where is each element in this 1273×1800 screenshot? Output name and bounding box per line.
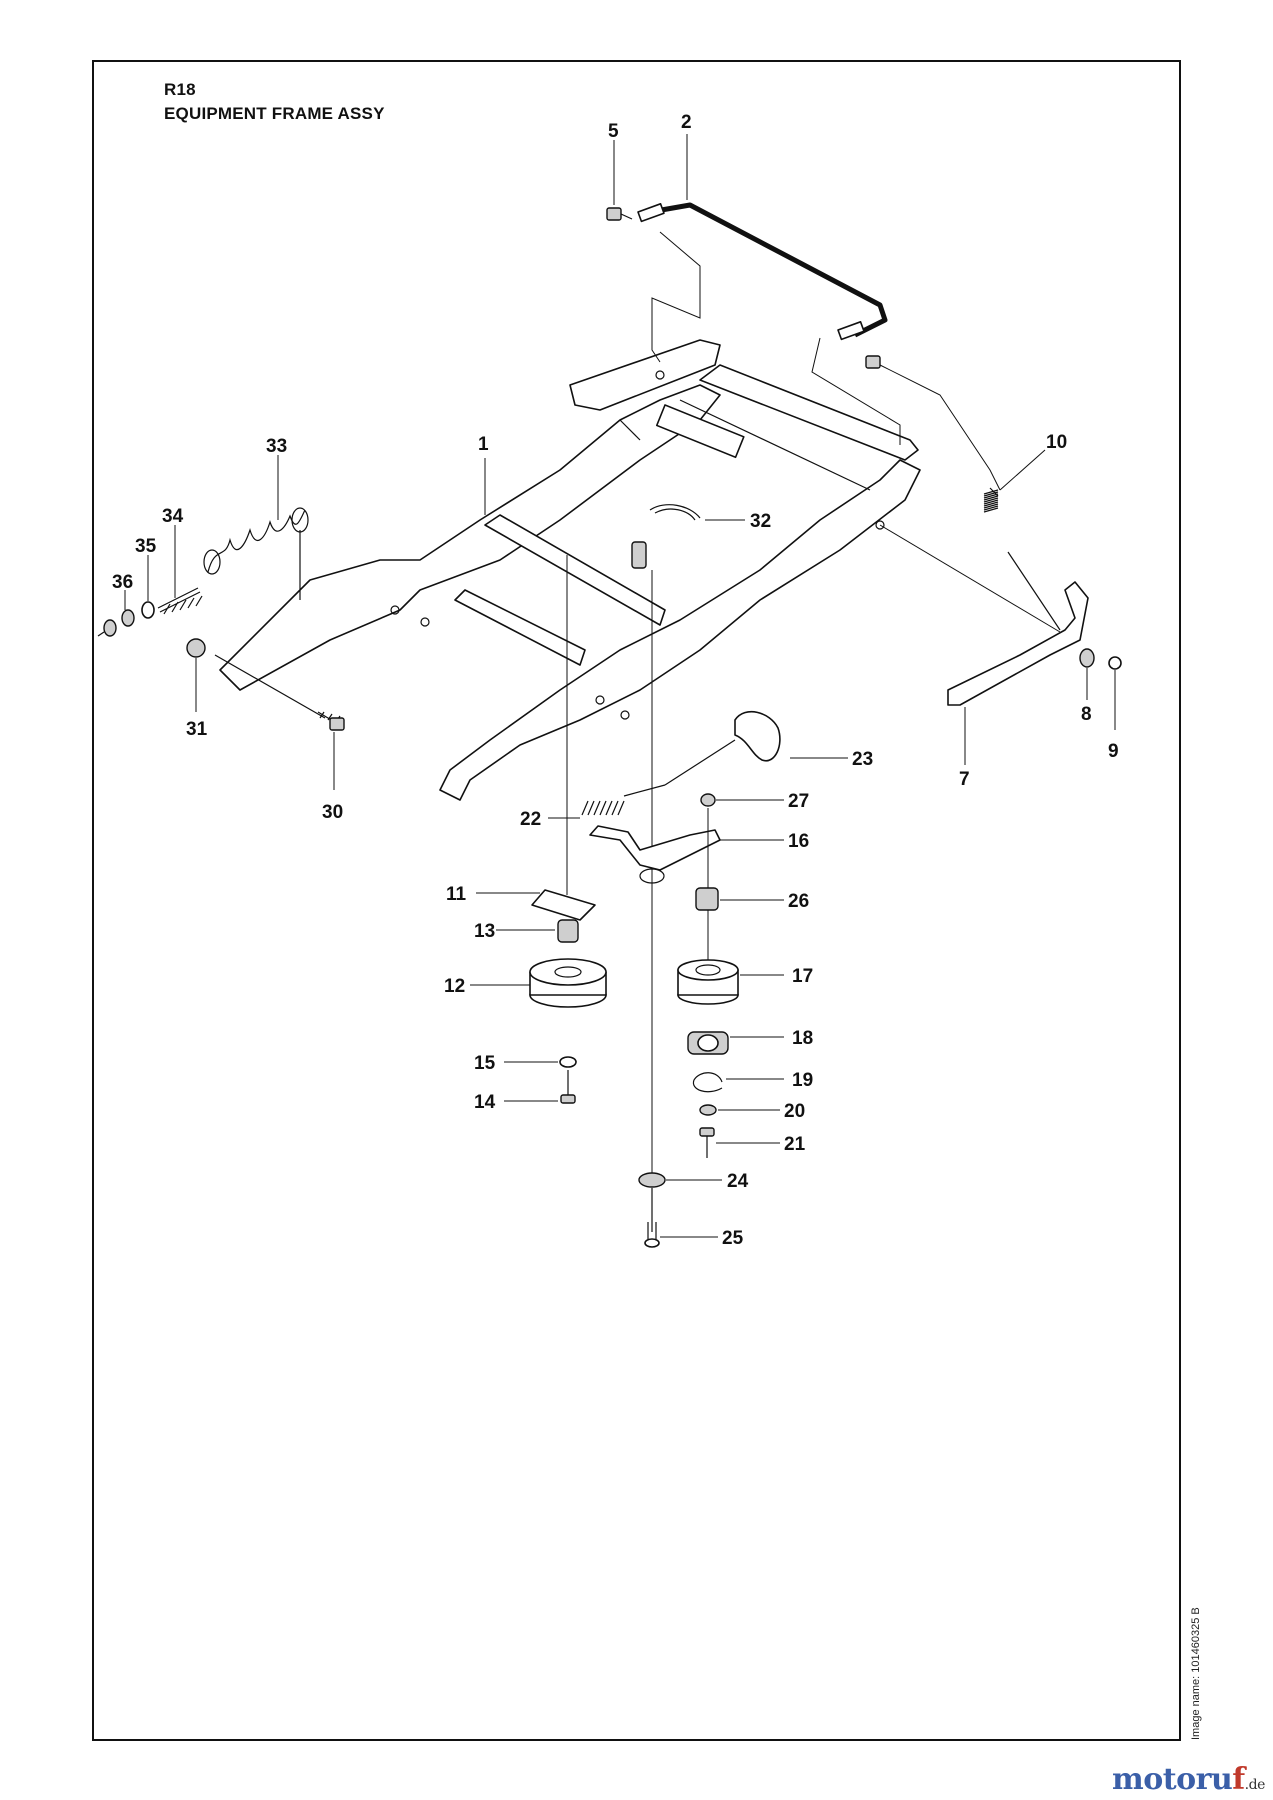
- callout-21: 21: [784, 1134, 806, 1155]
- lift-rod: 2: [637, 112, 888, 341]
- callout-7: 7: [959, 769, 970, 790]
- assembly-title: EQUIPMENT FRAME ASSY: [164, 104, 385, 123]
- callout-22: 22: [520, 809, 541, 830]
- logo-text: motoruf: [1112, 1762, 1245, 1797]
- washer-20: 20: [699, 1101, 805, 1122]
- callout-20: 20: [784, 1101, 805, 1122]
- spring-10: 10: [983, 432, 1067, 631]
- model-code: R18: [164, 80, 196, 99]
- nut-36: 36: [97, 572, 135, 637]
- alignment-guides: [651, 231, 1001, 491]
- spacer-13: 13: [474, 919, 579, 943]
- callout-5: 5: [608, 121, 619, 142]
- spring-33: 33: [203, 436, 309, 600]
- clip-19: 19: [692, 1070, 813, 1093]
- screw-25: 25: [644, 1188, 744, 1249]
- callout-26: 26: [788, 891, 809, 912]
- bolt-21: 21: [699, 1127, 806, 1158]
- callout-2: 2: [681, 112, 692, 133]
- bolt-34: 34: [157, 506, 203, 615]
- logo-tld: .de: [1244, 1777, 1266, 1793]
- callout-18: 18: [792, 1028, 813, 1049]
- image-name: Image name: 101460325 B: [1190, 1607, 1202, 1740]
- nut-27: 27: [700, 791, 809, 812]
- callout-9: 9: [1108, 741, 1119, 762]
- washer-24: 24: [638, 1171, 749, 1192]
- callout-27: 27: [788, 791, 809, 812]
- callout-11: 11: [446, 884, 467, 905]
- callout-1: 1: [478, 434, 489, 455]
- callout-36: 36: [112, 572, 133, 593]
- callout-33: 33: [266, 436, 287, 457]
- callout-32: 32: [750, 511, 771, 532]
- pulley-17: 17: [677, 959, 813, 1005]
- callout-14: 14: [474, 1092, 496, 1113]
- bolt-14: 14: [474, 1070, 576, 1113]
- callout-31: 31: [186, 719, 208, 740]
- callout-10: 10: [1046, 432, 1067, 453]
- drawing-frame: [92, 60, 1181, 1741]
- callout-34: 34: [162, 506, 184, 527]
- washer-15: 15: [474, 1053, 577, 1074]
- callout-12: 12: [444, 976, 465, 997]
- callout-15: 15: [474, 1053, 496, 1074]
- callout-13: 13: [474, 921, 495, 942]
- bolt-30: 30: [214, 654, 345, 823]
- callout-23: 23: [852, 749, 873, 770]
- washer-8: 8: [1079, 648, 1095, 725]
- callout-8: 8: [1081, 704, 1092, 725]
- spacer-26: 26: [695, 887, 809, 912]
- bracket-11: 11: [446, 884, 596, 921]
- nut-31: 31: [186, 638, 208, 740]
- callout-17: 17: [792, 966, 813, 987]
- screw-9: 9: [1108, 656, 1122, 762]
- cable-23: 23: [664, 710, 873, 786]
- callout-25: 25: [722, 1228, 744, 1249]
- equipment-frame: 1: [219, 339, 921, 801]
- spring-22: 22: [520, 784, 666, 830]
- callout-19: 19: [792, 1070, 813, 1091]
- pin-32: 32: [631, 504, 771, 569]
- callout-24: 24: [727, 1171, 749, 1192]
- idler-arm-16: 16: [589, 825, 809, 884]
- callout-16: 16: [788, 831, 809, 852]
- bearing-18: 18: [687, 1028, 813, 1055]
- callout-30: 30: [322, 802, 343, 823]
- washer-35: 35: [135, 536, 157, 619]
- lever-7: 7: [879, 524, 1089, 790]
- pulley-12: 12: [444, 958, 607, 1008]
- bolt-5: 5: [606, 121, 881, 369]
- motoruf-logo[interactable]: motoruf.de: [1112, 1762, 1265, 1797]
- callout-35: 35: [135, 536, 157, 557]
